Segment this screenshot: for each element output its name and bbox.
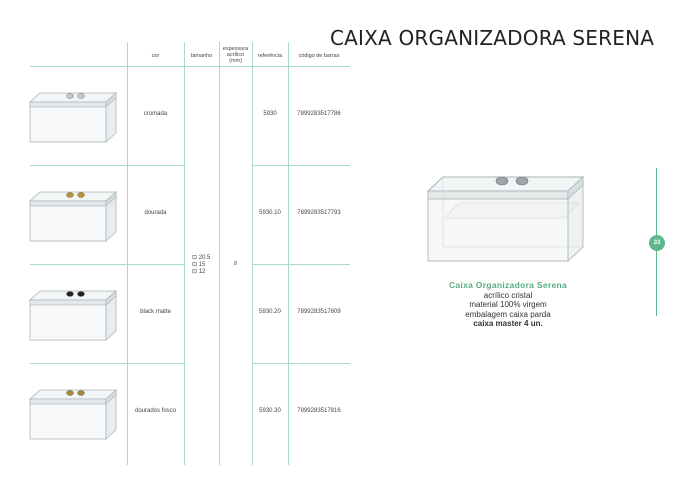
row-barcode: 7899283517816 (297, 408, 341, 414)
page-title: CAIXA ORGANIZADORA SERENA (330, 26, 655, 50)
grid-line (252, 363, 350, 364)
page-number-badge: 33 (649, 235, 665, 251)
grid-line (127, 42, 128, 465)
row-barcode: 7899283517809 (297, 309, 341, 315)
grid-line (252, 165, 350, 166)
product-material: acrílico cristal (483, 290, 533, 300)
row-thumbnail (28, 290, 118, 341)
grid-line (30, 165, 185, 166)
row-thumbnail (28, 92, 118, 143)
grid-line (30, 66, 350, 67)
grid-line (184, 42, 185, 465)
header-espessura: espessura acrílico (mm) (222, 46, 249, 64)
product-name: Caixa Organizadora Serena (448, 280, 568, 290)
grid-line (30, 363, 185, 364)
grid-line (219, 42, 220, 465)
row-barcode: 7899283517793 (297, 210, 341, 216)
row-color: black matte (140, 309, 171, 315)
row-reference: 5930.20 (259, 309, 281, 315)
product-packaging: embalagem caixa parda (465, 309, 551, 319)
product-info: Caixa Organizadora Serena acrílico crist… (420, 280, 596, 329)
grid-line (252, 42, 253, 465)
row-color: cromada (143, 111, 168, 117)
grid-line (30, 264, 185, 265)
product-image (426, 175, 585, 263)
row-thumbnail (28, 191, 118, 242)
grid-line (252, 264, 350, 265)
product-virgin: material 100% virgem (469, 300, 547, 309)
header-tamanho: tamanho (190, 53, 213, 59)
row-reference: 5930.10 (259, 210, 281, 216)
row-barcode: 7899283517786 (297, 111, 341, 117)
header-referencia: referência (257, 53, 283, 59)
header-codigo: código de barras (298, 53, 340, 59)
row-reference: 5930.30 (259, 408, 281, 414)
row-color: dourada (144, 210, 167, 216)
row-reference: 5930 (263, 111, 277, 117)
product-master: caixa master 4 un. (473, 319, 543, 328)
thickness-value: 8 (234, 261, 237, 267)
size-list: ⊡ 20.5 ⊡ 15 ⊡ 12 (192, 255, 211, 275)
header-cor: cor (151, 53, 160, 59)
grid-line (288, 42, 289, 465)
row-thumbnail (28, 389, 118, 440)
row-color: dourados fosco (134, 408, 177, 414)
